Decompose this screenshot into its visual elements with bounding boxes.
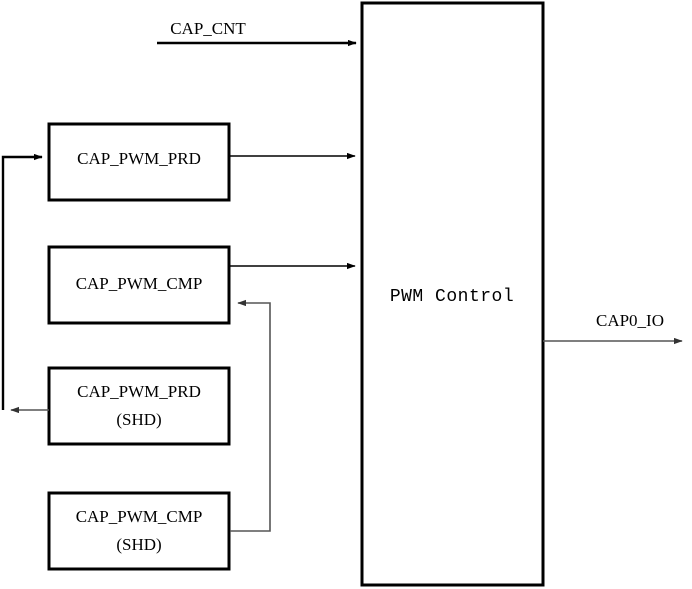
register-label-cap-pwm-prd-shd-line1: CAP_PWM_PRD bbox=[77, 382, 201, 401]
signal-label-cap-cnt: CAP_CNT bbox=[170, 19, 246, 38]
register-label-cap-pwm-prd: CAP_PWM_PRD bbox=[77, 149, 201, 168]
wire-cap-pwm-cmp-shd-to-cap-pwm-cmp bbox=[230, 299, 271, 532]
wire-left-bus-vertical bbox=[1, 153, 43, 410]
register-label-cap-pwm-prd-shd-line2: (SHD) bbox=[116, 410, 161, 429]
pwm-control-block bbox=[360, 1, 545, 587]
register-label-cap-pwm-cmp-shd-line2: (SHD) bbox=[116, 535, 161, 554]
register-box-cap-pwm-prd bbox=[47, 122, 231, 202]
signal-label-cap0-io: CAP0_IO bbox=[596, 311, 664, 330]
register-box-cap-pwm-prd-shd bbox=[47, 366, 231, 446]
register-label-cap-pwm-cmp: CAP_PWM_CMP bbox=[76, 274, 203, 293]
pwm-control-label: PWM Control bbox=[390, 287, 514, 307]
register-box-cap-pwm-cmp bbox=[47, 245, 231, 325]
register-box-cap-pwm-cmp-shd bbox=[47, 491, 231, 571]
register-label-cap-pwm-cmp-shd-line1: CAP_PWM_CMP bbox=[76, 507, 203, 526]
